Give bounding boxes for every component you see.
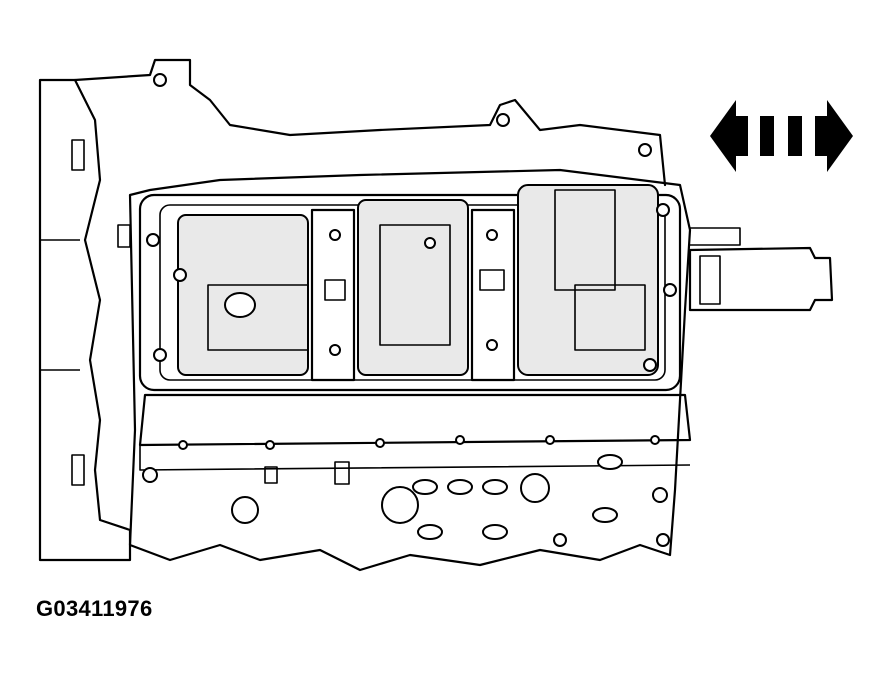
crank-throw-3 [517,184,659,376]
main-cap-1 [310,208,356,382]
figure-caption: G03411976 [36,596,153,621]
main-cap-2 [470,208,516,382]
crank-throw-2 [357,199,469,376]
crank-throw-1 [177,214,309,376]
